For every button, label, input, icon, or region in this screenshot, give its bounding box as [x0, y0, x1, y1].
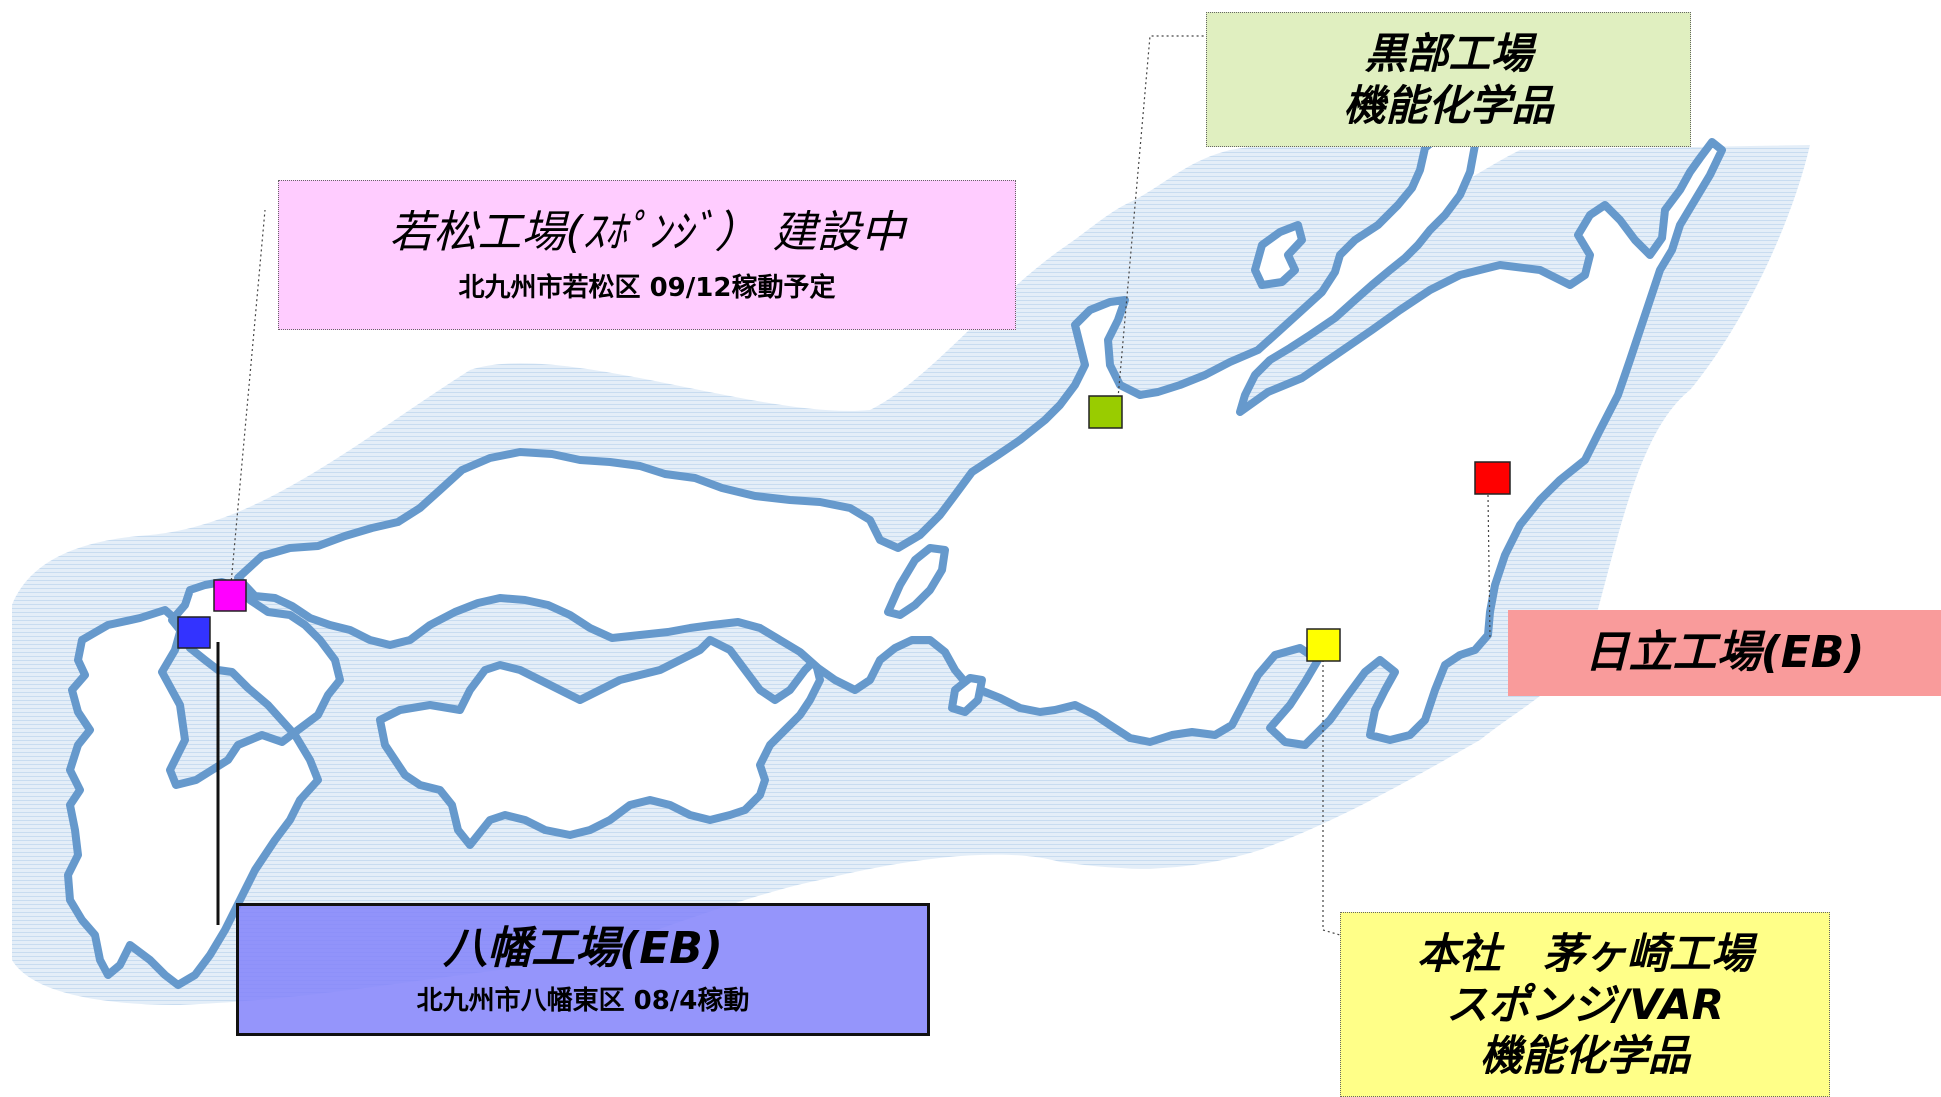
label-chigasaki-hq-plant: 本社 茅ヶ崎工場 スポンジ/VAR 機能化学品	[1340, 912, 1830, 1097]
yahata-marker[interactable]	[177, 616, 211, 649]
chigasaki-marker[interactable]	[1306, 628, 1341, 662]
label-yahata-plant: 八幡工場(EB) 北九州市八幡東区 08/4稼動	[236, 903, 930, 1036]
leader-line-chigasaki	[1322, 660, 1341, 936]
chigasaki-line1: 本社 茅ヶ崎工場	[1416, 928, 1753, 978]
kurobe-line2: 機能化学品	[1343, 80, 1554, 130]
yahata-title: 八幡工場(EB)	[443, 923, 723, 975]
kurobe-line1: 黒部工場	[1364, 29, 1533, 79]
kyushu-coastline	[64, 578, 344, 989]
label-kurobe-plant: 黒部工場 機能化学品	[1206, 12, 1691, 147]
island-awaji	[948, 674, 986, 716]
island-sado	[1251, 221, 1306, 289]
hitachi-marker[interactable]	[1474, 461, 1511, 495]
hitachi-title: 日立工場(EB)	[1584, 627, 1865, 679]
wakamatsu-marker[interactable]	[213, 579, 247, 612]
chigasaki-line3: 機能化学品	[1479, 1031, 1690, 1081]
label-hitachi-plant: 日立工場(EB)	[1508, 610, 1941, 696]
shikoku-coastline	[376, 636, 824, 849]
kurobe-marker[interactable]	[1088, 395, 1123, 429]
wakamatsu-title: 若松工場(ｽﾎﾟﾝｼﾞ） 建設中	[389, 206, 905, 258]
wakamatsu-subtitle: 北九州市若松区 09/12稼動予定	[458, 273, 836, 304]
chigasaki-line2: スポンジ/VAR	[1446, 979, 1724, 1029]
leader-line-kurobe	[1117, 35, 1205, 399]
label-wakamatsu-plant: 若松工場(ｽﾎﾟﾝｼﾞ） 建設中 北九州市若松区 09/12稼動予定	[278, 180, 1016, 330]
island-inland-sea	[884, 544, 949, 619]
yahata-subtitle: 北九州市八幡東区 08/4稼動	[416, 985, 750, 1016]
honshu-coastline	[234, 124, 1726, 749]
leader-line-hitachi	[1487, 494, 1491, 641]
